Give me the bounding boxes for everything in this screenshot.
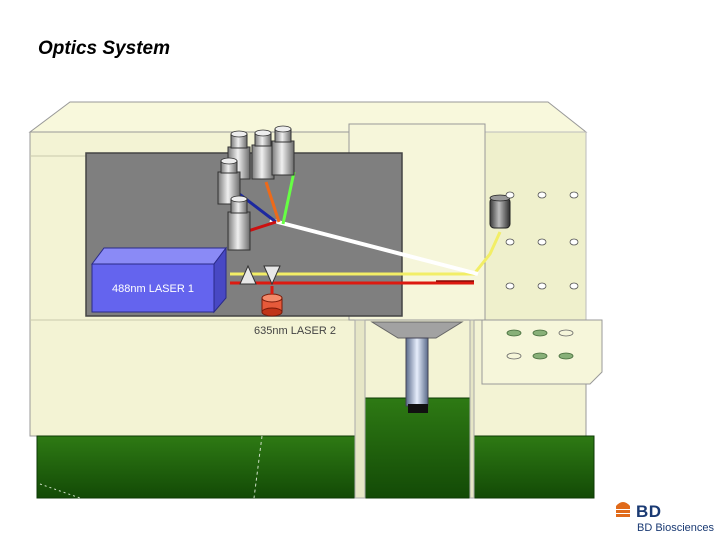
sample-tube-holder — [408, 404, 428, 413]
base-center — [364, 397, 471, 499]
base-left — [36, 435, 356, 499]
laser-1-label: 488nm LASER 1 — [112, 283, 194, 295]
panel-button-1 — [506, 329, 522, 337]
detector-pmt-5 — [227, 195, 251, 251]
sample-tube — [405, 337, 429, 407]
panel-button-6 — [558, 352, 574, 360]
panel-button-2 — [532, 329, 548, 337]
brand-subtitle: BD Biosciences — [637, 522, 715, 534]
beam-orange — [264, 181, 281, 223]
laser-beams — [230, 171, 502, 285]
beam-green — [281, 171, 296, 225]
laser-2 — [261, 286, 283, 317]
detector-pmt-3 — [271, 125, 295, 176]
instrument-top — [28, 101, 588, 133]
indicator-lights — [505, 191, 579, 290]
slide-title: Optics System — [38, 38, 170, 59]
panel-button-5 — [532, 352, 548, 360]
bd-sunburst-icon — [616, 502, 630, 517]
detector-pmt-2 — [251, 129, 275, 180]
panel-button-3 — [558, 329, 574, 337]
brand-name: BD — [636, 502, 662, 521]
laser-2-label: 635nm LASER 2 — [254, 325, 336, 337]
flow-cell-funnel — [370, 321, 464, 339]
panel-button-4 — [506, 352, 522, 360]
beam-blue — [233, 188, 277, 224]
base-right — [473, 435, 595, 499]
laser-1 — [91, 246, 227, 314]
mirror-left — [239, 264, 257, 285]
control-panel — [481, 319, 603, 385]
bd-biosciences-logo: BD BD Biosciences — [614, 500, 718, 540]
beam-yellow — [230, 231, 502, 276]
detector-pmt-side — [489, 194, 511, 229]
beam-white — [269, 218, 479, 276]
mirror-right — [263, 265, 281, 286]
beam-dark-red — [247, 220, 277, 233]
